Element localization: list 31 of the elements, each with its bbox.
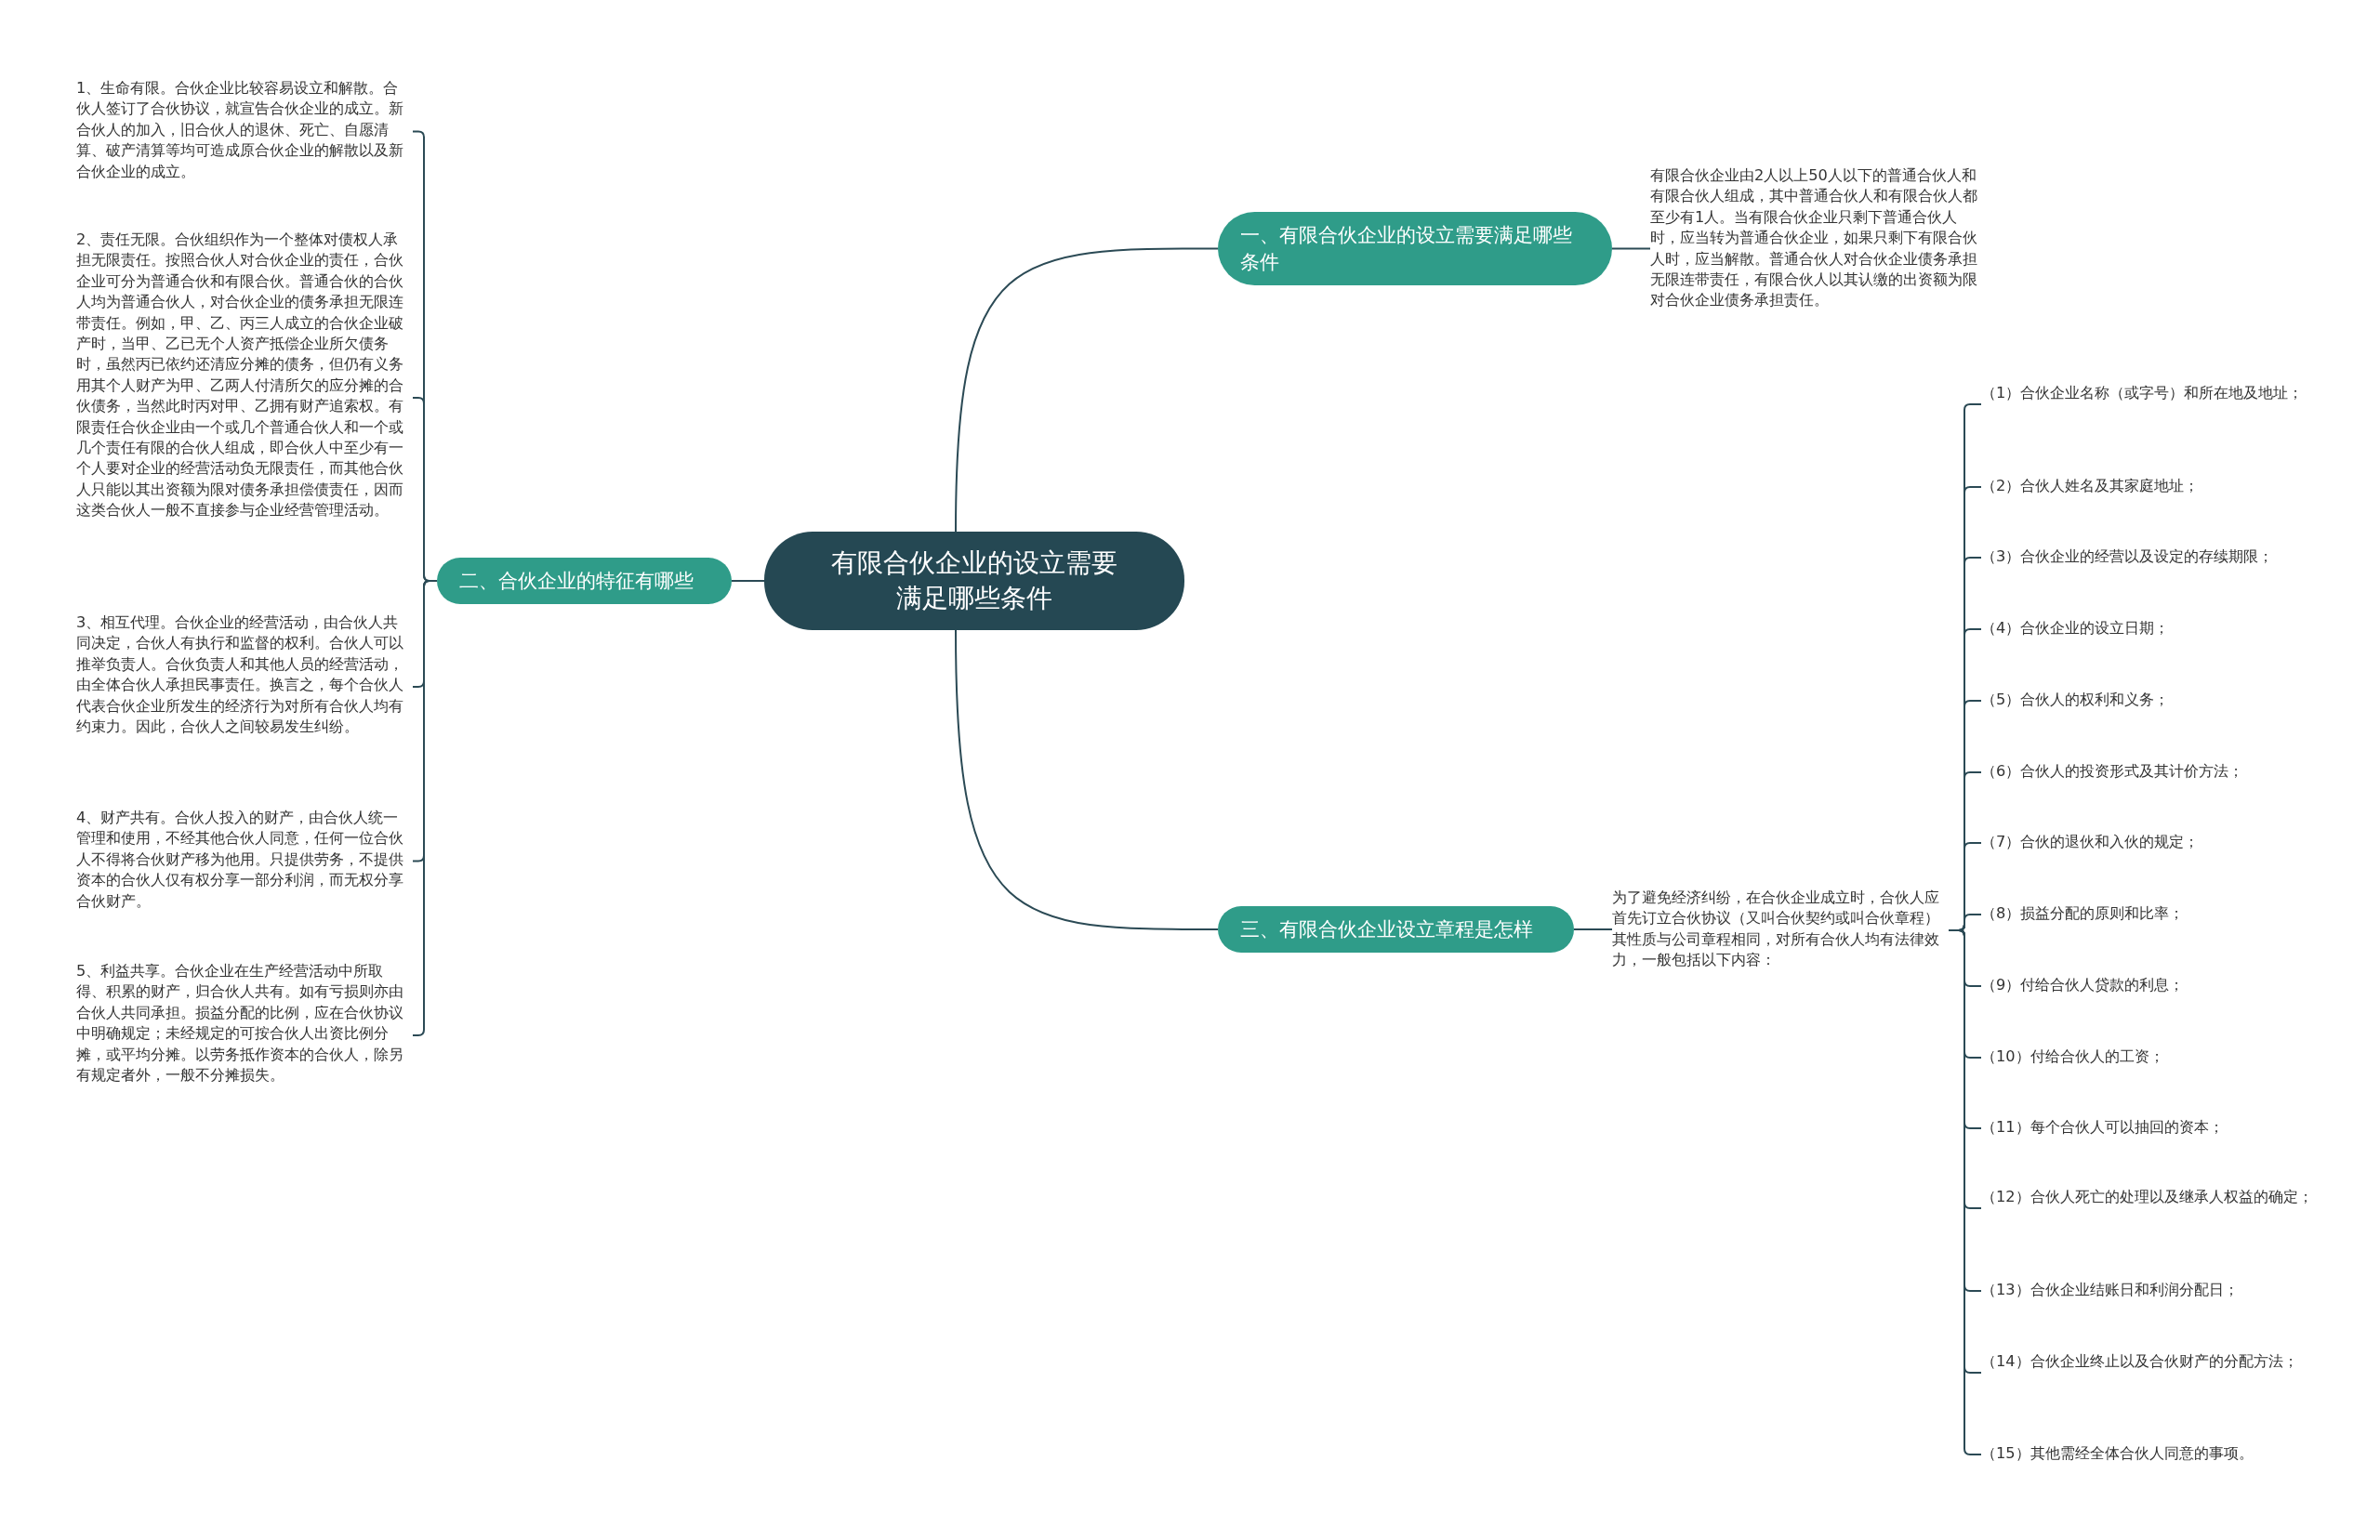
- list-item-text: （13）合伙企业结账日和利润分配日；: [1981, 1280, 2316, 1300]
- note-text: 有限合伙企业由2人以上50人以下的普通合伙人和有限合伙人组成，其中普通合伙人和有限合伙人都至少有1人。当有限合伙企业只剩下普通合伙人时，应当转为普通合伙企业，如果只剩下有限合伙人时，应当解散。普通合伙人对合伙企业债务承担无限连带责任，有限合伙人以其认缴的出资额为限对合伙企业债务承担责任。: [1650, 165, 1985, 311]
- connector-line: [955, 247, 1219, 533]
- note-text: 为了避免经济纠纷，在合伙企业成立时，合伙人应首先订立合伙协议（又叫合伙契约或叫合伙章程）其性质与公司章程相同，对所有合伙人均有法律效力，一般包括以下内容：: [1612, 888, 1949, 971]
- list-item-text: （11）每个合伙人可以抽回的资本；: [1981, 1117, 2316, 1138]
- list-item-text: （4）合伙企业的设立日期；: [1981, 618, 2316, 638]
- connector-line: [1611, 247, 1651, 250]
- note-text: 4、财产共有。合伙人投入的财产，由合伙人统一管理和使用，不经其他合伙人同意，任何一位合伙人不得将合伙财产移为他用。只提供劳务，不提供资本的合伙人仅有权分享一部分利润，而无权分享合伙财产。: [76, 808, 413, 913]
- list-item-text: （1）合伙企业名称（或字号）和所在地及地址；: [1981, 383, 2316, 403]
- list-item-text: （8）损益分配的原则和比率；: [1981, 903, 2316, 924]
- connector-line: [1573, 928, 1613, 930]
- list-item-text: （3）合伙企业的经营以及设定的存续期限；: [1981, 546, 2316, 567]
- central-topic-box: 有限合伙企业的设立需要满足哪些条件: [764, 532, 1184, 630]
- note-text: 3、相互代理。合伙企业的经营活动，由合伙人共同决定，合伙人有执行和监督的权利。合伙人可以推举负责人。合伙负责人和其他人员的经营活动，由全体合伙人承担民事责任。换言之，每个合伙人代表合伙企业所发生的经济行为对所有合伙人均有约束力。因此，合伙人之间较易发生纠纷。: [76, 612, 413, 738]
- list-item-text: （6）合伙人的投资形式及其计价方法；: [1981, 761, 2316, 782]
- list-item-text: （10）付给合伙人的工资；: [1981, 1046, 2316, 1067]
- topic-box: 二、合伙企业的特征有哪些: [437, 558, 732, 604]
- topic-box: 一、有限合伙企业的设立需要满足哪些条件: [1218, 212, 1612, 285]
- list-item-text: （12）合伙人死亡的处理以及继承人权益的确定；: [1981, 1187, 2316, 1207]
- list-item-text: （14）合伙企业终止以及合伙财产的分配方法；: [1981, 1351, 2316, 1372]
- note-text: 2、责任无限。合伙组织作为一个整体对债权人承担无限责任。按照合伙人对合伙企业的责任，合伙企业可分为普通合伙和有限合伙。普通合伙的合伙人均为普通合伙人，对合伙企业的债务承担无限连带责任。例如，甲、乙、丙三人成立的合伙企业破产时，当甲、乙已无个人资产抵偿企业所欠债务时，虽然丙已依约还清应分摊的债务，但仍有义务用其个人财产为甲、乙两人付清所欠的应分摊的合伙债务，当然此时丙对甲、乙拥有财产追索权。有限责任合伙企业由一个或几个普通合伙人和一个或几个责任有限的合伙人组成，即合伙人中至少有一个人要对企业的经营活动负无限责任，而其他合伙人只能以其出资额为限对债务承担偿债责任，因而这类合伙人一般不直接参与企业经营管理活动。: [76, 230, 413, 521]
- connector-line: [955, 629, 1219, 930]
- list-item-text: （9）付给合伙人贷款的利息；: [1981, 975, 2316, 995]
- topic-box: 三、有限合伙企业设立章程是怎样: [1218, 906, 1574, 953]
- list-item-text: （2）合伙人姓名及其家庭地址；: [1981, 476, 2316, 496]
- list-item-text: （5）合伙人的权利和义务；: [1981, 690, 2316, 710]
- note-text: 5、利益共享。合伙企业在生产经营活动中所取得、积累的财产，归合伙人共有。如有亏损则亦由合伙人共同承担。损益分配的比例，应在合伙协议中明确规定；未经规定的可按合伙人出资比例分摊，或平均分摊。以劳务抵作资本的合伙人，除另有规定者外，一般不分摊损失。: [76, 961, 413, 1086]
- note-text: 1、生命有限。合伙企业比较容易设立和解散。合伙人签订了合伙协议，就宣告合伙企业的成立。新合伙人的加入，旧合伙人的退休、死亡、自愿清算、破产清算等均可造成原合伙企业的解散以及新合伙企业的成立。: [76, 78, 413, 183]
- list-item-text: （15）其他需经全体合伙人同意的事项。: [1981, 1443, 2316, 1464]
- connector-line: [731, 580, 765, 582]
- list-item-text: （7）合伙的退伙和入伙的规定；: [1981, 832, 2316, 852]
